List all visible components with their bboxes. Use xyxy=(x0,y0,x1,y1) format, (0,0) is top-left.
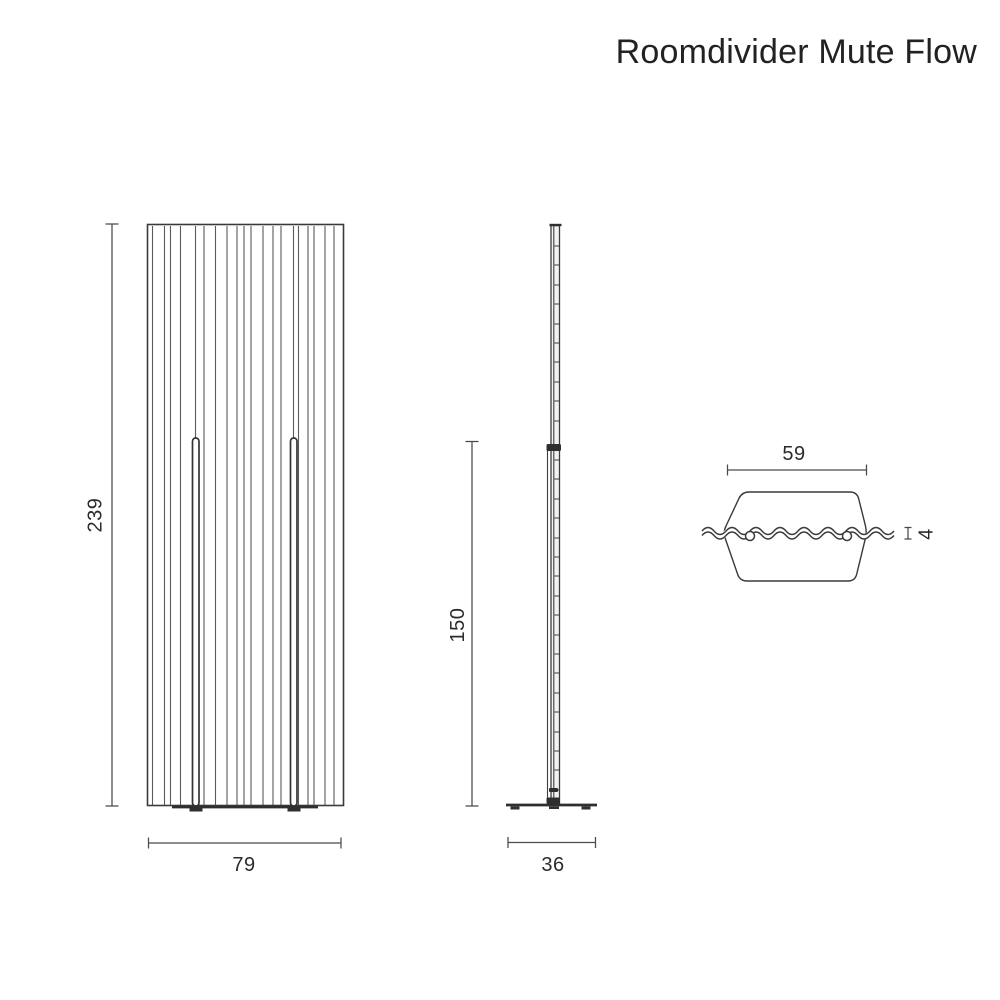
front-height-dimension-line xyxy=(105,223,119,807)
top-width-label: 59 xyxy=(782,443,805,465)
side-hanger-junction xyxy=(546,444,561,451)
side-clamp-upper xyxy=(549,788,558,792)
front-height-label: 239 xyxy=(85,498,107,533)
front-pleat-lines xyxy=(151,226,335,805)
top-left-pole-section xyxy=(744,530,756,542)
front-width-dimension: 79 xyxy=(147,837,342,876)
front-left-leg xyxy=(191,437,200,807)
side-clamp xyxy=(546,797,560,804)
front-panel-outline xyxy=(146,223,345,807)
side-pole-ticks xyxy=(554,245,559,791)
side-height-dimension: 150 xyxy=(447,440,479,807)
top-thickness-label: 4 xyxy=(916,528,938,540)
top-fabric-wave-upper xyxy=(701,526,895,536)
side-depth-dimension: 36 xyxy=(507,837,597,876)
top-fabric-wave-lower xyxy=(701,531,895,540)
side-height-dimension-line xyxy=(465,440,479,807)
top-width-dimension: 59 xyxy=(726,443,868,476)
top-right-pole-section xyxy=(841,530,853,542)
side-height-label: 150 xyxy=(447,608,469,643)
top-width-dimension-line xyxy=(726,464,868,476)
side-depth-dimension-line xyxy=(507,837,597,848)
front-width-dimension-line xyxy=(147,837,342,849)
side-right-foot xyxy=(581,806,591,810)
side-left-foot xyxy=(510,806,520,810)
page-title: Roomdivider Mute Flow xyxy=(616,33,978,71)
front-right-leg xyxy=(289,437,298,807)
front-view: 239 79 xyxy=(85,223,345,876)
top-thickness-dimension: 4 xyxy=(904,526,938,540)
top-fabric-core xyxy=(699,526,897,540)
top-base-plate-outline xyxy=(723,491,867,582)
front-height-dimension: 239 xyxy=(85,223,119,807)
front-width-label: 79 xyxy=(232,854,255,876)
side-depth-label: 36 xyxy=(541,854,564,876)
side-pole xyxy=(550,224,561,806)
front-left-foot xyxy=(189,808,203,812)
top-view: 59 4 xyxy=(699,443,938,582)
side-center-foot xyxy=(549,806,559,809)
front-right-foot xyxy=(287,808,301,812)
side-view: 150 36 xyxy=(447,223,597,876)
top-thickness-dimension-line xyxy=(904,526,912,540)
